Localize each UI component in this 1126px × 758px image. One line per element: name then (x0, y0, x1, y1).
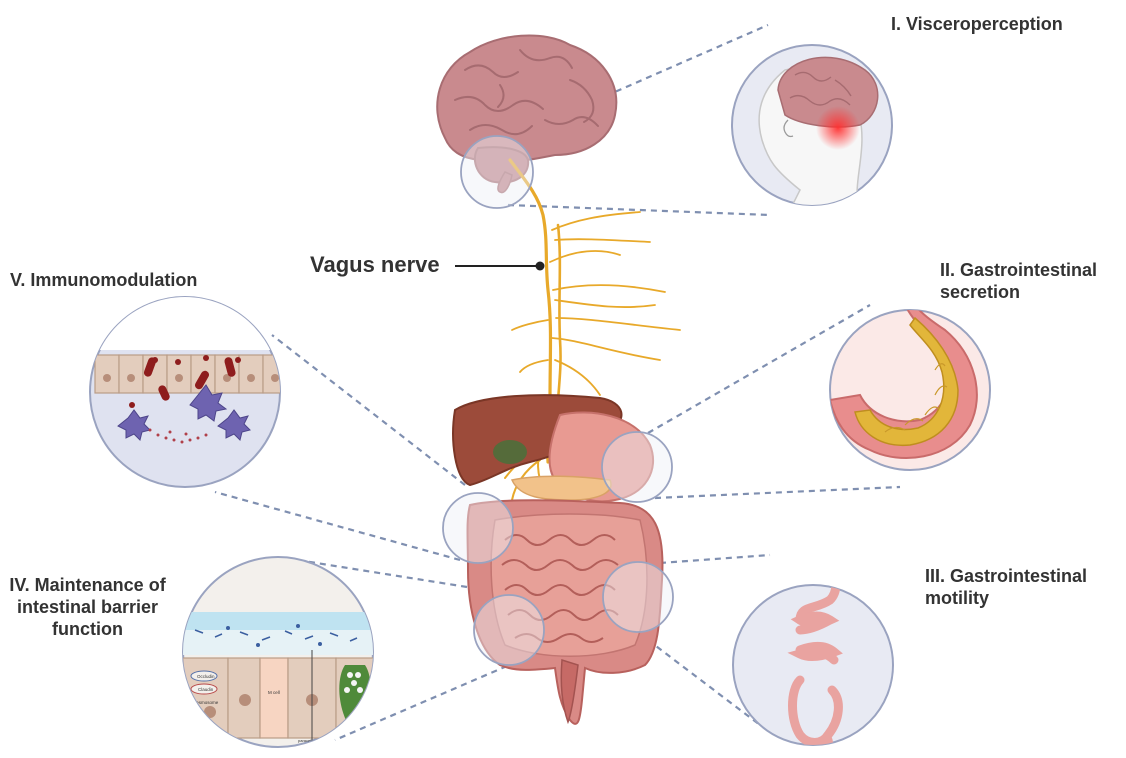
label-gi-secretion-line2: secretion (940, 282, 1097, 304)
label-intestinal-barrier-line3: function (0, 619, 175, 641)
inset-visceroperception (732, 45, 892, 210)
label-gi-motility-line1: III. Gastrointestinal (925, 566, 1087, 588)
inset-gi-motility (733, 560, 893, 758)
label-claudin: Claudin (198, 687, 214, 692)
inset-intestinal-barrier: Occludin Claudin Desmosome M cell parace… (180, 557, 380, 748)
label-gi-secretion-line1: II. Gastrointestinal (940, 260, 1097, 282)
label-m-cell: M cell (268, 690, 280, 695)
label-gi-secretion: II. Gastrointestinal secretion (940, 260, 1097, 304)
label-vagus-nerve: Vagus nerve (310, 252, 440, 279)
label-gi-motility: III. Gastrointestinal motility (925, 566, 1087, 610)
label-intestinal-barrier-line2: intestinal barrier (0, 597, 175, 619)
label-intestinal-barrier-line1: IV. Maintenance of (0, 575, 175, 597)
vagus-nerve-pointer (455, 262, 545, 271)
label-immunomodulation: V. Immunomodulation (10, 270, 197, 292)
inset-gi-secretion (830, 290, 990, 470)
label-visceroperception: I. Visceroperception (891, 14, 1063, 36)
label-intestinal-barrier: IV. Maintenance of intestinal barrier fu… (0, 575, 175, 641)
label-occludin: Occludin (197, 674, 215, 679)
inset-immunomodulation (90, 290, 290, 487)
label-goblet: Goblet (345, 738, 359, 743)
label-gi-motility-line2: motility (925, 588, 1087, 610)
